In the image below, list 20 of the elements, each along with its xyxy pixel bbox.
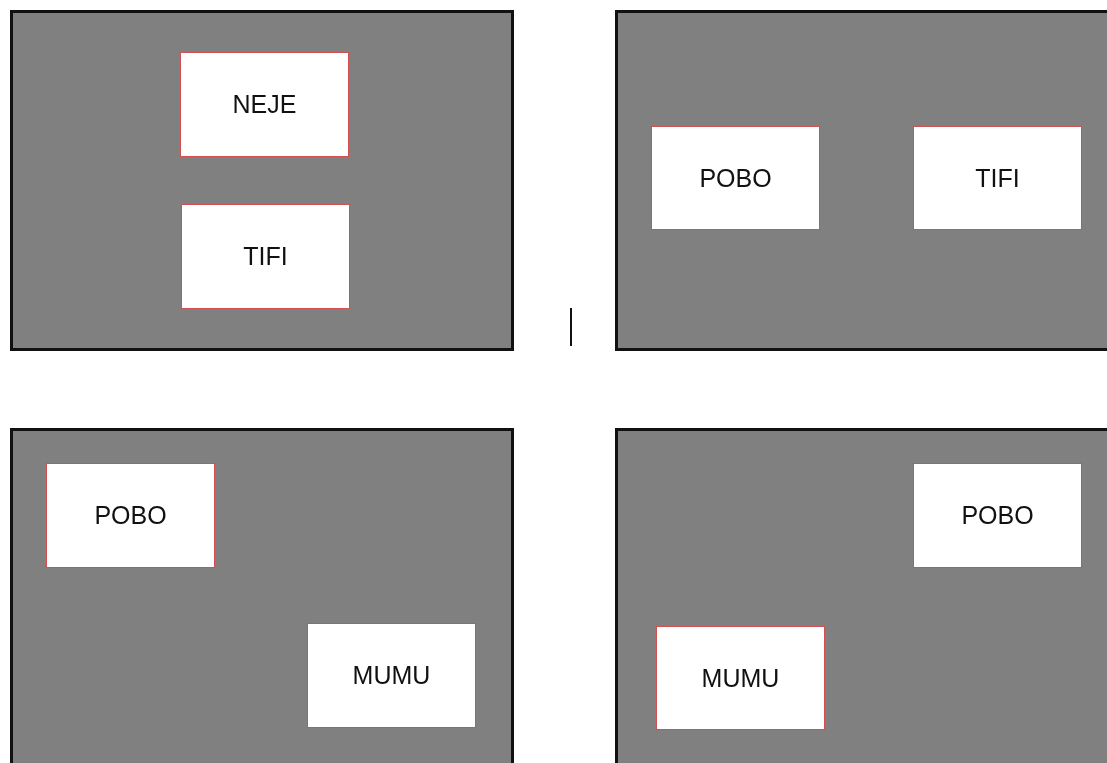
label-text: TIFI xyxy=(975,163,1020,193)
label-card xyxy=(656,626,825,730)
label-text: MUMU xyxy=(701,663,780,693)
label-text: POBO xyxy=(699,163,772,193)
panel xyxy=(10,10,514,351)
label-card xyxy=(307,623,476,728)
label-card xyxy=(913,126,1082,230)
panel xyxy=(615,428,1107,763)
label-text: POBO xyxy=(94,501,167,530)
label-text: TIFI xyxy=(243,242,288,271)
panel xyxy=(615,10,1107,351)
label-card xyxy=(651,126,820,230)
label-text: POBO xyxy=(961,501,1034,530)
label-text: NEJE xyxy=(232,90,297,119)
label-card xyxy=(46,463,215,568)
label-text: MUMU xyxy=(352,661,431,690)
label-card xyxy=(913,463,1082,568)
panel xyxy=(10,428,514,763)
label-card xyxy=(180,52,349,157)
label-card xyxy=(181,204,350,309)
